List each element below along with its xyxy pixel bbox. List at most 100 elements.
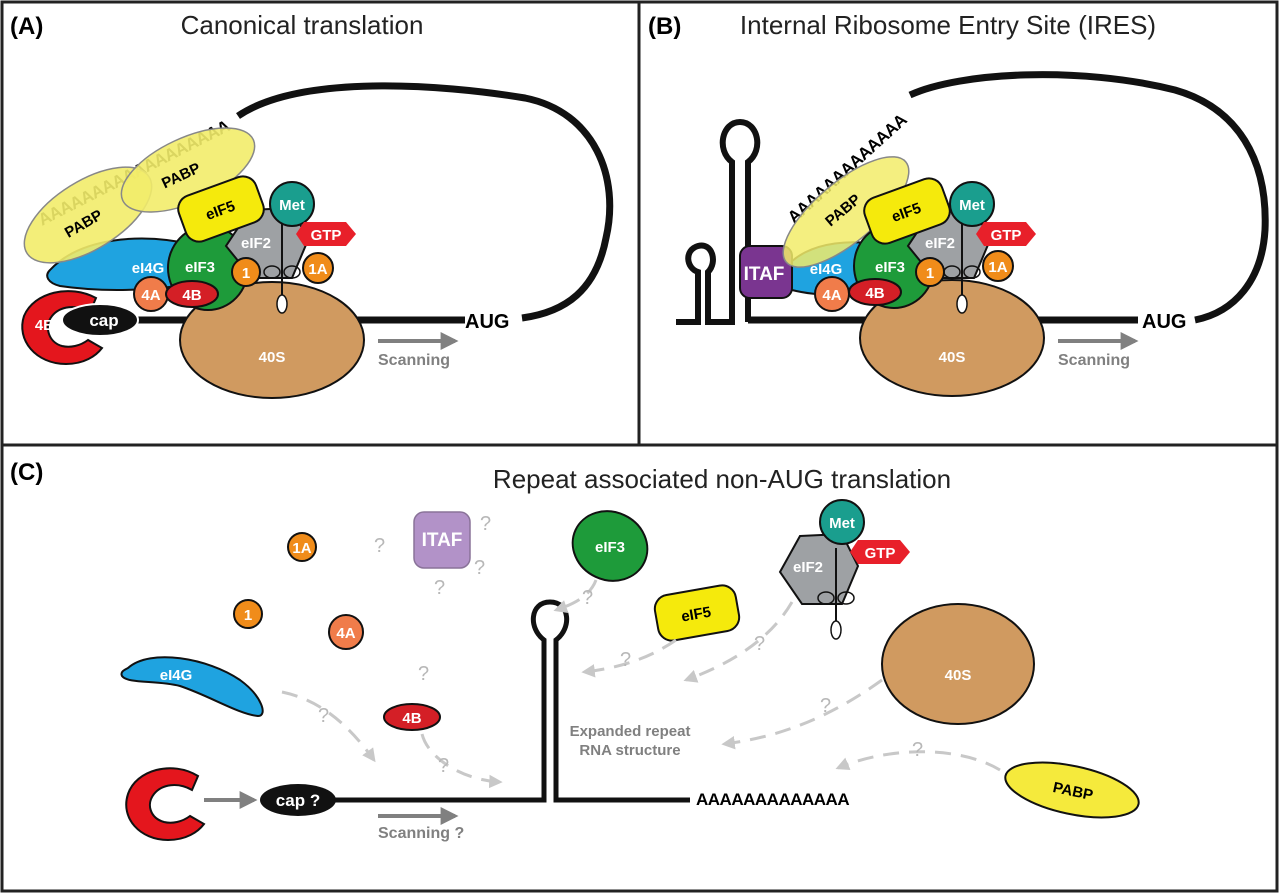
arrow-4b-c (420, 733, 503, 789)
ei4g-label-b: eI4G (810, 261, 843, 278)
panel-b-title: Internal Ribosome Entry Site (IRES) (740, 10, 1156, 40)
arrow-eif5-c (581, 638, 677, 678)
eif4e-c (125, 767, 206, 842)
gtp-label-a: GTP (311, 227, 342, 244)
eif1-label-a: 1 (242, 265, 250, 282)
eif1-a (231, 257, 261, 287)
eif1a-c (287, 532, 317, 562)
eif2-label-c: eIF2 (793, 559, 823, 576)
repeat-rna-c (330, 599, 690, 803)
panel-c: (C) Repeat associated non-AUG translatio… (10, 459, 1140, 842)
ribosome-40s-c (881, 603, 1035, 725)
eif2-label-b: eIF2 (925, 235, 955, 252)
question-mark-eif2: ? (754, 633, 765, 655)
eif4a-c (328, 614, 364, 650)
eif4a-label-b: 4A (822, 287, 841, 304)
eif3-c (571, 510, 649, 582)
question-mark-eif5: ? (620, 649, 631, 671)
cap-c (260, 784, 336, 816)
poly-a-tail-c: AAAAAAAAAAAAA (696, 790, 849, 809)
arrow-ei4g-c (281, 690, 376, 763)
panel-a-label: (A) (10, 13, 43, 40)
ribosome-40s-a (179, 281, 365, 399)
eif5-c (653, 584, 741, 642)
eif3-label-b: eIF3 (875, 259, 905, 276)
cap-a (61, 303, 139, 337)
ribosome-40s-label-b: 40S (939, 349, 966, 366)
pabp-c (1004, 761, 1140, 819)
panel-b-label: (B) (648, 13, 681, 40)
gtp-label-b: GTP (991, 227, 1022, 244)
eif4b-label-b: 4B (865, 285, 884, 302)
arrow-40s-c (721, 678, 883, 750)
eif4b-label-a: 4B (182, 287, 201, 304)
gtp-c (850, 540, 910, 564)
itaf-label-c: ITAF (422, 530, 463, 551)
eif4e-label-a: 4E (35, 317, 53, 334)
arrow-eif3-c (553, 579, 598, 613)
question-mark-pabp: ? (912, 739, 923, 761)
ires-structure-b (676, 118, 761, 325)
panel-c-title: Repeat associated non-AUG translation (493, 464, 951, 494)
gtp-label-c: GTP (865, 545, 896, 562)
arrow-eif2-c (683, 601, 794, 683)
panel-a: (A) Canonical translation AUG AAAAAAAAAA… (10, 10, 614, 399)
eif1a-a (302, 252, 334, 284)
ribosome-40s-label-c: 40S (945, 667, 972, 684)
ribosome-40s-b (859, 279, 1045, 397)
eif2-label-a: eIF2 (241, 235, 271, 252)
ei4g-c (120, 656, 264, 718)
mrna-loop-b (908, 71, 1269, 324)
eif4b-c (383, 703, 441, 731)
met-c (819, 499, 865, 545)
panel-c-border (0, 443, 1279, 893)
aug-a: AUG (465, 311, 509, 333)
eif4b-label-c: 4B (402, 710, 421, 727)
itaf-b (739, 245, 793, 299)
eif1-c (233, 599, 263, 629)
itaf-c (413, 511, 471, 569)
eif5-label-c: eIF5 (680, 604, 713, 626)
question-mark-itaf-2: ? (374, 535, 385, 557)
trna-c (817, 548, 855, 640)
panel-c-label: (C) (10, 459, 43, 486)
question-mark-itaf-3: ? (474, 557, 485, 579)
met-label-a: Met (279, 197, 305, 214)
eif5-a (177, 175, 265, 243)
pabp-b (782, 156, 910, 268)
eif4b-a (165, 280, 219, 308)
cap-label-c: cap ? (276, 791, 320, 810)
gtp-b (976, 222, 1036, 246)
question-mark-itaf-1: ? (480, 513, 491, 535)
eif4b-b (848, 278, 902, 306)
met-a (269, 181, 315, 227)
ribosome-40s-label-a: 40S (259, 349, 286, 366)
eif5-b (863, 177, 951, 245)
repeat-label-1-c: Expanded repeat (570, 723, 691, 740)
eif1-b (915, 257, 945, 287)
eif1a-b (982, 250, 1014, 282)
scanning-label-b: Scanning (1058, 352, 1130, 369)
eif3-label-c: eIF3 (595, 539, 625, 556)
eif4a-label-a: 4A (141, 287, 160, 304)
eif1-label-b: 1 (926, 265, 934, 282)
eif1a-label-c: 1A (292, 540, 311, 557)
eif1a-label-a: 1A (308, 261, 327, 278)
question-mark-4b-2: ? (438, 755, 449, 777)
eif4e-a (21, 290, 104, 366)
panel-b: (B) Internal Ribosome Entry Site (IRES) … (648, 10, 1269, 397)
question-mark-40s: ? (820, 695, 831, 717)
arrow-pabp-c (835, 750, 1001, 772)
ei4g-label-a: eI4G (132, 260, 165, 277)
panel-a-title: Canonical translation (181, 10, 424, 40)
cap-label-a: cap (89, 311, 118, 330)
question-mark-ei4g: ? (318, 705, 329, 727)
scanning-label-c: Scanning ? (378, 825, 464, 842)
trna-b (943, 222, 981, 314)
met-b (949, 181, 995, 227)
met-label-c: Met (829, 515, 855, 532)
itaf-label-b: ITAF (744, 264, 785, 285)
eif1-label-c: 1 (244, 607, 252, 624)
question-mark-itaf-4: ? (434, 577, 445, 599)
eif4e-label-c: 4E (151, 795, 169, 812)
